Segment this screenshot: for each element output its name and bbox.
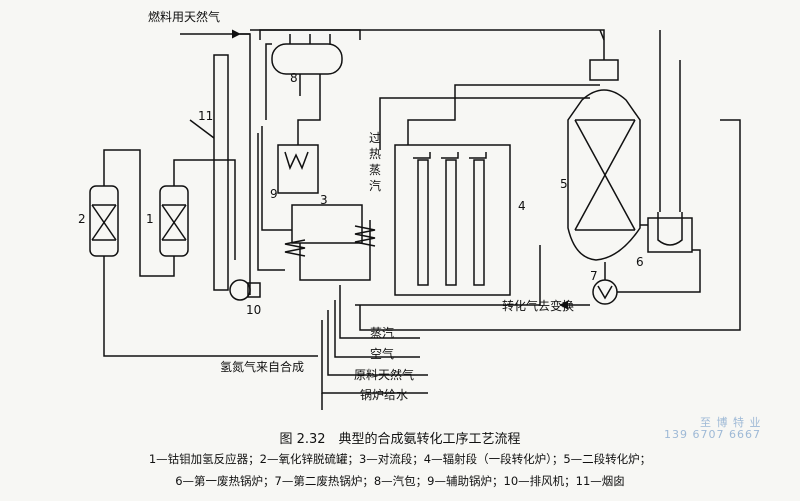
- equipment-number-11: 11: [198, 109, 214, 123]
- first-waste-heat-boiler: [647, 30, 693, 253]
- equipment-number-1: 1: [146, 212, 154, 226]
- air-label: 空气: [370, 347, 395, 361]
- watermark-text: 至 博 特 业: [700, 416, 762, 429]
- equipment-number-3: 3: [320, 193, 328, 207]
- legend-line-2: 6—第一废热锅炉；7—第二废热锅炉；8—汽包；9—辅助锅炉；10—排风机；11—…: [175, 474, 625, 488]
- boiler-water-label: 锅炉给水: [360, 388, 409, 402]
- hydrogenation-reactor: [159, 172, 189, 270]
- zinc-oxide-desulfurizer: [89, 172, 119, 270]
- to-shift-label: 转化气去变换: [502, 299, 575, 313]
- equipment-number-5: 5: [560, 177, 568, 191]
- equipment-number-6: 6: [636, 255, 644, 269]
- auxiliary-boiler: [277, 144, 319, 194]
- feed-gas-label: 原料天然气: [354, 368, 415, 382]
- equipment-number-9: 9: [270, 187, 278, 201]
- equipment-number-4: 4: [518, 199, 526, 213]
- legend-line-1: 1—钴钼加氢反应器；2—氧化锌脱硫罐；3—对流段；4—辐射段（一段转化炉）；5—…: [148, 452, 652, 466]
- figure-caption: 图 2.32 典型的合成氨转化工序工艺流程: [279, 432, 521, 447]
- process-flow-diagram: [89, 29, 741, 410]
- fuel-gas-label: 燃料用天然气: [148, 10, 221, 24]
- convection-section: [284, 204, 376, 281]
- watermark-phone: 139 6707 6667: [664, 428, 761, 441]
- h2n2-label: 氢氮气来自合成: [220, 360, 305, 374]
- exhaust-fan: [229, 279, 261, 301]
- second-waste-heat-boiler: [592, 279, 618, 305]
- steam-label: 蒸汽: [370, 326, 395, 340]
- equipment-number-7: 7: [590, 269, 598, 283]
- equipment-number-8: 8: [290, 71, 298, 85]
- radiation-section: [394, 144, 511, 296]
- steam-drum: [271, 34, 343, 96]
- equipment-number-2: 2: [78, 212, 86, 226]
- secondary-reformer: [567, 59, 641, 261]
- superheated-steam-label: 过热蒸汽: [368, 131, 381, 193]
- equipment-number-10: 10: [246, 303, 262, 317]
- chimney: [213, 54, 229, 291]
